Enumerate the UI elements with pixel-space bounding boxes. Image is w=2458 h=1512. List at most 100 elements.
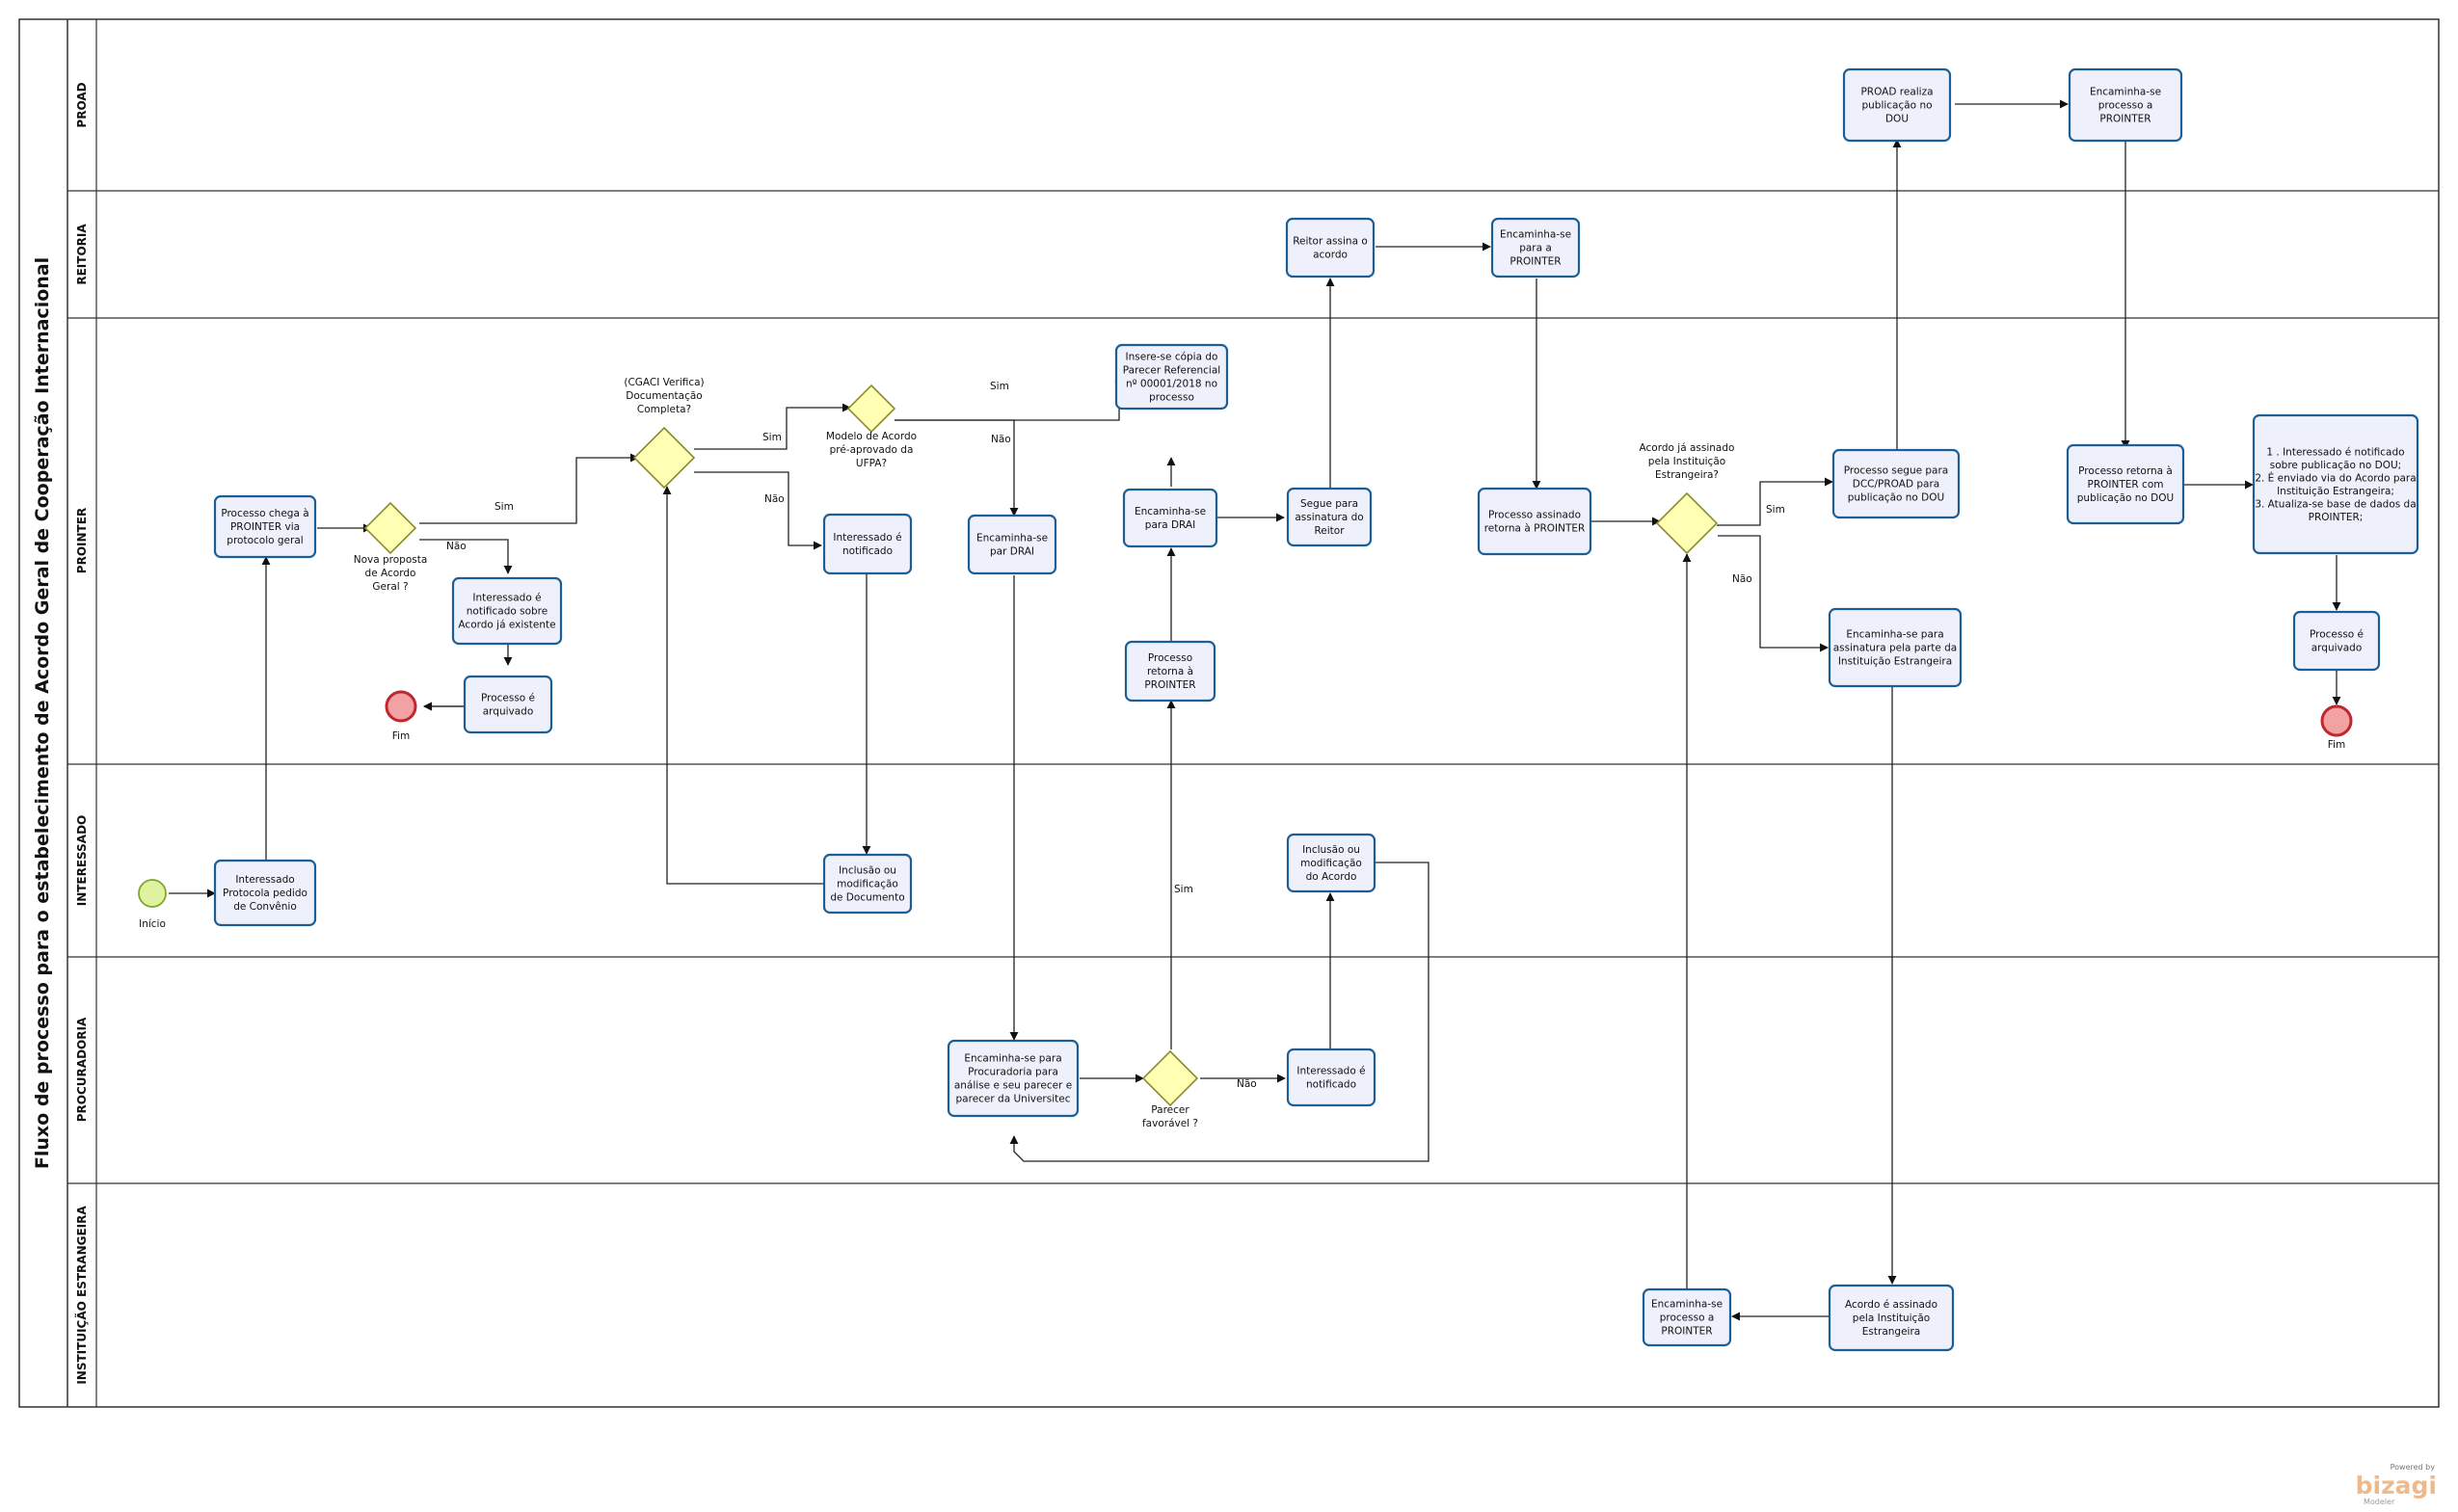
flow-label-sim: Sim <box>990 381 1009 392</box>
label-line: Insere-se cópia do <box>1126 352 1218 363</box>
label-line: Inclusão ou <box>1302 844 1360 856</box>
gateway-label-line: Completa? <box>637 404 691 415</box>
task-t24: Encaminha-se para assinatura pela parte d… <box>1828 607 1963 688</box>
label-line: PROINTER <box>1661 1326 1712 1338</box>
bizagi-watermark: Powered by bizagi Modeler <box>2356 1463 2437 1506</box>
gateway-label-line: pela Instituição <box>1648 456 1725 467</box>
label-line: notificado <box>842 545 893 557</box>
gateway-label-line: Acordo já assinado <box>1640 442 1735 454</box>
task-t20: Encaminha-se processo a PROINTER <box>2068 67 2183 143</box>
label-line: processo a <box>1660 1313 1715 1324</box>
label-line: Processo segue para <box>1844 465 1949 477</box>
label-line: Encaminha-se <box>1651 1299 1723 1311</box>
label-line: Encaminha-se para <box>1846 629 1943 641</box>
label-line: Encaminha-se <box>1500 229 1571 241</box>
gateway-label-line: Parecer <box>1151 1104 1189 1116</box>
label-line: Interessado é <box>1296 1066 1365 1077</box>
flow-label-sim: Sim <box>1174 884 1193 895</box>
label-line: 2. É enviado via do Acordo para <box>2255 471 2416 484</box>
label-line: Processo é <box>481 693 535 704</box>
flow-label-nao: Não <box>1732 573 1752 585</box>
label-line: modificação <box>1300 858 1362 869</box>
sequence-flows <box>169 99 2341 1321</box>
label-line: Acordo já existente <box>458 620 555 631</box>
gateway-label-line: UFPA? <box>856 458 887 469</box>
label-line: Reitor <box>1314 525 1345 537</box>
label-line: arquivado <box>2311 643 2363 654</box>
label-line: do Acordo <box>1306 871 1357 883</box>
label-line: Interessado é <box>472 593 541 604</box>
label-line: protocolo geral <box>227 535 303 546</box>
label-line: Encaminha-se <box>976 533 1048 544</box>
label-line: de Documento <box>830 892 904 904</box>
label-line: PROINTER <box>1144 679 1195 691</box>
watermark-brand: bizagi <box>2356 1472 2437 1499</box>
gateway-g5: Acordo já assinado pela InstituiçãoEstran… <box>1640 442 1735 555</box>
label-line: Processo retorna à <box>2078 465 2173 477</box>
label-line: Processo <box>1148 652 1192 664</box>
label-line: Processo assinado <box>1488 510 1581 521</box>
task-t10: Processo retorna à PROINTER <box>1124 640 1216 703</box>
task-t4: Processo é arquivado <box>463 675 553 734</box>
label-line: nº 00001/2018 no <box>1126 379 1217 390</box>
gateway-label-line: Estrangeira? <box>1655 469 1719 481</box>
label-line: arquivado <box>483 706 534 718</box>
lane-proad: PROAD <box>75 82 89 127</box>
pool-title: Fluxo de processo para o estabelecimento… <box>32 257 53 1169</box>
label-line: PROAD realiza <box>1860 87 1933 98</box>
end-event: Fim <box>2320 704 2353 751</box>
label-line: Processo chega à <box>221 508 308 519</box>
label-line: assinatura pela parte da <box>1833 643 1958 654</box>
label-line: retorna à <box>1147 666 1193 677</box>
label-line: PROINTER via <box>230 521 300 533</box>
gateway-label-line: pré-aprovado da <box>830 444 914 456</box>
watermark-product: Modeler <box>2364 1498 2395 1506</box>
label-line: PROINTER; <box>2309 512 2364 523</box>
label-line: PROINTER <box>2099 114 2151 125</box>
label-line: Encaminha-se <box>1135 506 1206 517</box>
flow-label-nao: Não <box>446 541 467 552</box>
gateway-label-line: Documentação <box>626 390 702 402</box>
watermark-powered: Powered by <box>2391 1463 2436 1472</box>
lane-procuradoria: PROCURADORIA <box>75 1017 89 1122</box>
label-line: publicação no <box>1861 100 1932 112</box>
label-line: Segue para <box>1300 498 1358 510</box>
label-line: Protocola pedido <box>223 888 307 899</box>
task-t26: Encaminha-se processo a PROINTER <box>1642 1287 1732 1347</box>
label-line: Interessado é <box>833 532 901 544</box>
label-line: Encaminha-se para <box>964 1053 1061 1065</box>
task-t2: Processo chega à PROINTER via protocolo ge… <box>213 494 317 559</box>
label-line: Encaminha-se <box>2090 87 2161 98</box>
label-line: para DRAI <box>1145 519 1195 531</box>
event-label: Início <box>139 918 166 930</box>
gateway-label-line: (CGACI Verifica) <box>624 377 704 388</box>
label-line: processo a <box>2098 100 2153 112</box>
label-line: 3. Atualiza-se base de dados da <box>2255 498 2416 510</box>
label-line: Instituição Estrangeira <box>1838 656 1952 668</box>
label-line: Procuradoria para <box>968 1067 1058 1078</box>
start-event: Início <box>138 879 167 930</box>
flow-label-sim: Sim <box>1766 504 1785 516</box>
task-t9: Encaminha-se para DRAI <box>1122 488 1218 548</box>
label-line: PROINTER com <box>2088 479 2164 491</box>
label-line: PROINTER <box>1510 256 1561 268</box>
label-line: Acordo é assinado <box>1845 1299 1937 1311</box>
